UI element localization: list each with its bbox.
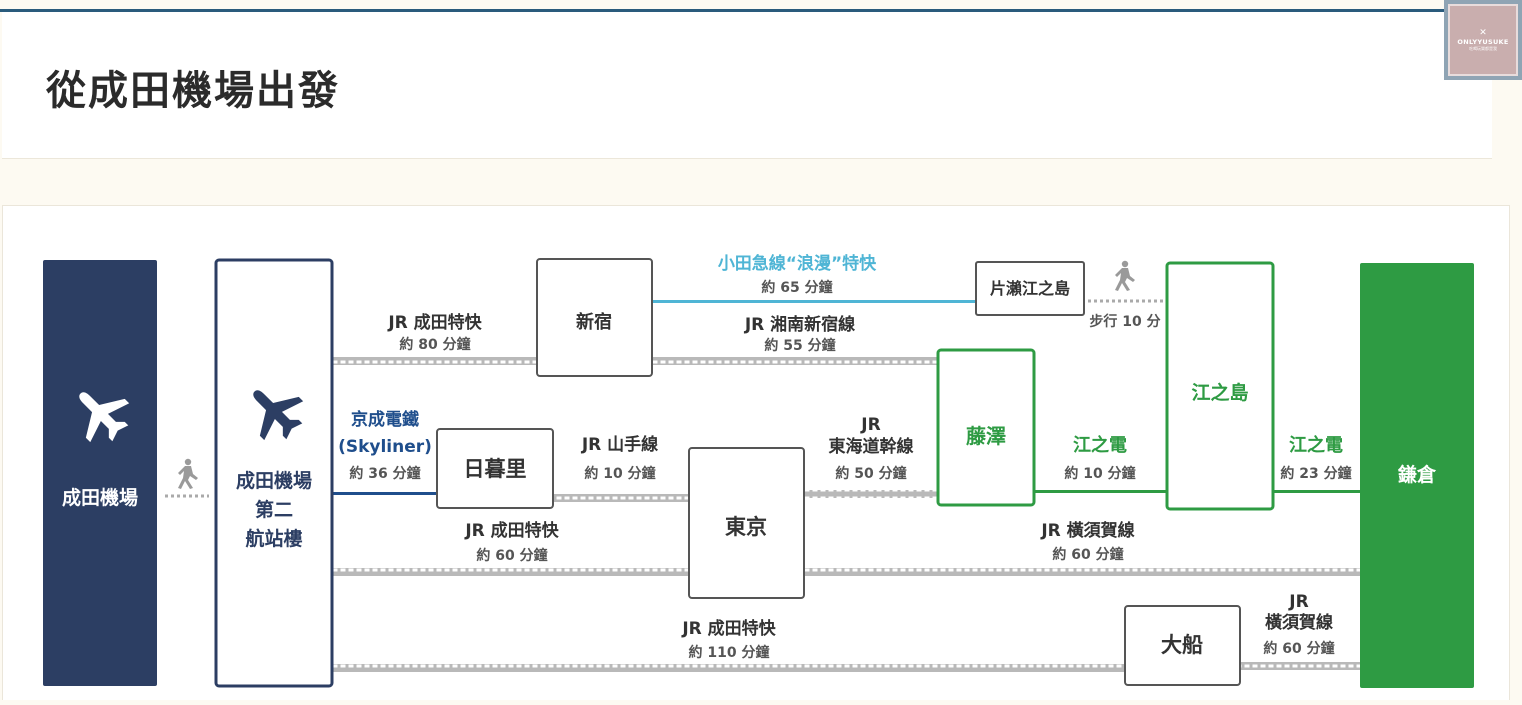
logo-tagline: 吃喝玩樂都是我 — [1469, 46, 1497, 51]
route-keisei-name-line2: (Skyliner) — [338, 437, 432, 457]
rail-yokosuka-tokyo — [804, 568, 1360, 576]
route-tokaido-time: 約 50 分鐘 — [835, 465, 906, 482]
close-icon: ✕ — [1479, 28, 1487, 38]
rail-nex-ofuna — [333, 664, 1125, 672]
walking-person-icon — [178, 458, 198, 489]
route-odakyu-time: 約 65 分鐘 — [761, 279, 832, 296]
station-label: 藤澤 — [965, 424, 1006, 448]
route-keisei-time: 約 36 分鐘 — [349, 465, 420, 482]
station-label-line3: 航站樓 — [245, 527, 302, 550]
header-card — [2, 12, 1492, 159]
station-label: 大船 — [1161, 633, 1203, 657]
station-fujisawa[interactable]: 藤澤 — [936, 348, 1036, 507]
route-yokosuka-ofuna-name-line2: 橫須賀線 — [1265, 612, 1333, 633]
route-odakyu-name: 小田急線“浪漫”特快 — [718, 253, 877, 274]
route-shonan-shinjuku-name: JR 湘南新宿線 — [744, 314, 855, 335]
site-logo[interactable]: ✕ ONLYYUSUKE 吃喝玩樂都是我 — [1444, 0, 1522, 80]
station-nippori[interactable]: 日暮里 — [436, 428, 554, 509]
rail-shonan-shinjuku — [652, 357, 938, 365]
route-nex-shinjuku-time: 約 80 分鐘 — [399, 336, 470, 353]
route-enoden-fujisawa-time: 約 10 分鐘 — [1064, 465, 1135, 482]
station-label-line1: 成田機場 — [236, 469, 312, 492]
line-odakyu — [652, 300, 976, 303]
route-yokosuka-tokyo-name: JR 橫須賀線 — [1040, 520, 1134, 541]
route-diagram: 成田機場 成田機場 第二 航站樓 新宿 日暮里 東京 片瀨江之島 — [43, 253, 1474, 688]
route-yamanote-name: JR 山手線 — [581, 434, 658, 455]
rail-tokaido — [804, 490, 938, 498]
line-enoden-kamakura — [1273, 490, 1360, 493]
station-label: 新宿 — [576, 311, 612, 333]
station-label: 日暮里 — [464, 457, 527, 481]
line-keisei — [333, 492, 437, 495]
station-katase-enoshima[interactable]: 片瀨江之島 — [975, 261, 1085, 316]
station-shinjuku[interactable]: 新宿 — [536, 258, 653, 377]
route-nex-tokyo-time: 約 60 分鐘 — [476, 547, 547, 564]
route-enoden-fujisawa-name: 江之電 — [1073, 434, 1127, 456]
route-keisei-name-line1: 京成電鐵 — [351, 409, 419, 430]
route-yokosuka-tokyo-time: 約 60 分鐘 — [1052, 546, 1123, 563]
logo-brand: ONLYYUSUKE — [1457, 38, 1509, 46]
rail-yokosuka-ofuna — [1240, 662, 1360, 670]
route-tokaido-name-line1: JR — [860, 415, 880, 435]
rail-yamanote — [553, 494, 689, 502]
route-yamanote-time: 約 10 分鐘 — [584, 465, 655, 482]
station-label: 江之島 — [1191, 381, 1248, 404]
route-shonan-shinjuku-time: 約 55 分鐘 — [764, 337, 835, 354]
airplane-icon — [253, 390, 304, 441]
line-enoden-fujisawa — [1034, 490, 1167, 493]
route-enoden-kamakura-name: 江之電 — [1289, 434, 1343, 456]
route-walk-enoshima-label: 步行 10 分 — [1089, 313, 1160, 330]
walking-person-icon — [1115, 260, 1135, 291]
route-yokosuka-ofuna-name-line1: JR — [1288, 592, 1308, 612]
airplane-icon — [79, 392, 130, 443]
station-narita-airport[interactable]: 成田機場 — [43, 260, 157, 686]
page-title: 從成田機場出發 — [46, 68, 340, 114]
station-label-line2: 第二 — [255, 498, 293, 521]
station-label: 片瀨江之島 — [990, 279, 1070, 298]
station-ofuna[interactable]: 大船 — [1124, 605, 1241, 686]
station-tokyo[interactable]: 東京 — [688, 447, 805, 599]
route-tokaido-name-line2: 東海道幹線 — [829, 436, 914, 457]
station-label: 東京 — [725, 515, 767, 539]
route-nex-ofuna-name: JR 成田特快 — [681, 618, 776, 639]
rail-nex-tokyo — [333, 568, 689, 576]
rail-nex-shinjuku — [333, 357, 537, 365]
route-diagram-card: 成田機場 成田機場 第二 航站樓 新宿 日暮里 東京 片瀨江之島 — [2, 205, 1510, 700]
route-enoden-kamakura-time: 約 23 分鐘 — [1280, 465, 1351, 482]
route-nex-shinjuku-name: JR 成田特快 — [387, 312, 482, 333]
station-narita-terminal2[interactable]: 成田機場 第二 航站樓 — [214, 258, 334, 688]
route-nex-tokyo-name: JR 成田特快 — [464, 520, 559, 541]
station-label: 鎌倉 — [1398, 463, 1437, 486]
station-enoshima[interactable]: 江之島 — [1165, 261, 1275, 511]
route-nex-ofuna-time: 約 110 分鐘 — [689, 644, 770, 661]
route-yokosuka-ofuna-time: 約 60 分鐘 — [1263, 640, 1334, 657]
station-kamakura[interactable]: 鎌倉 — [1360, 263, 1474, 688]
station-label: 成田機場 — [62, 486, 138, 509]
top-accent-bar — [0, 9, 1450, 12]
